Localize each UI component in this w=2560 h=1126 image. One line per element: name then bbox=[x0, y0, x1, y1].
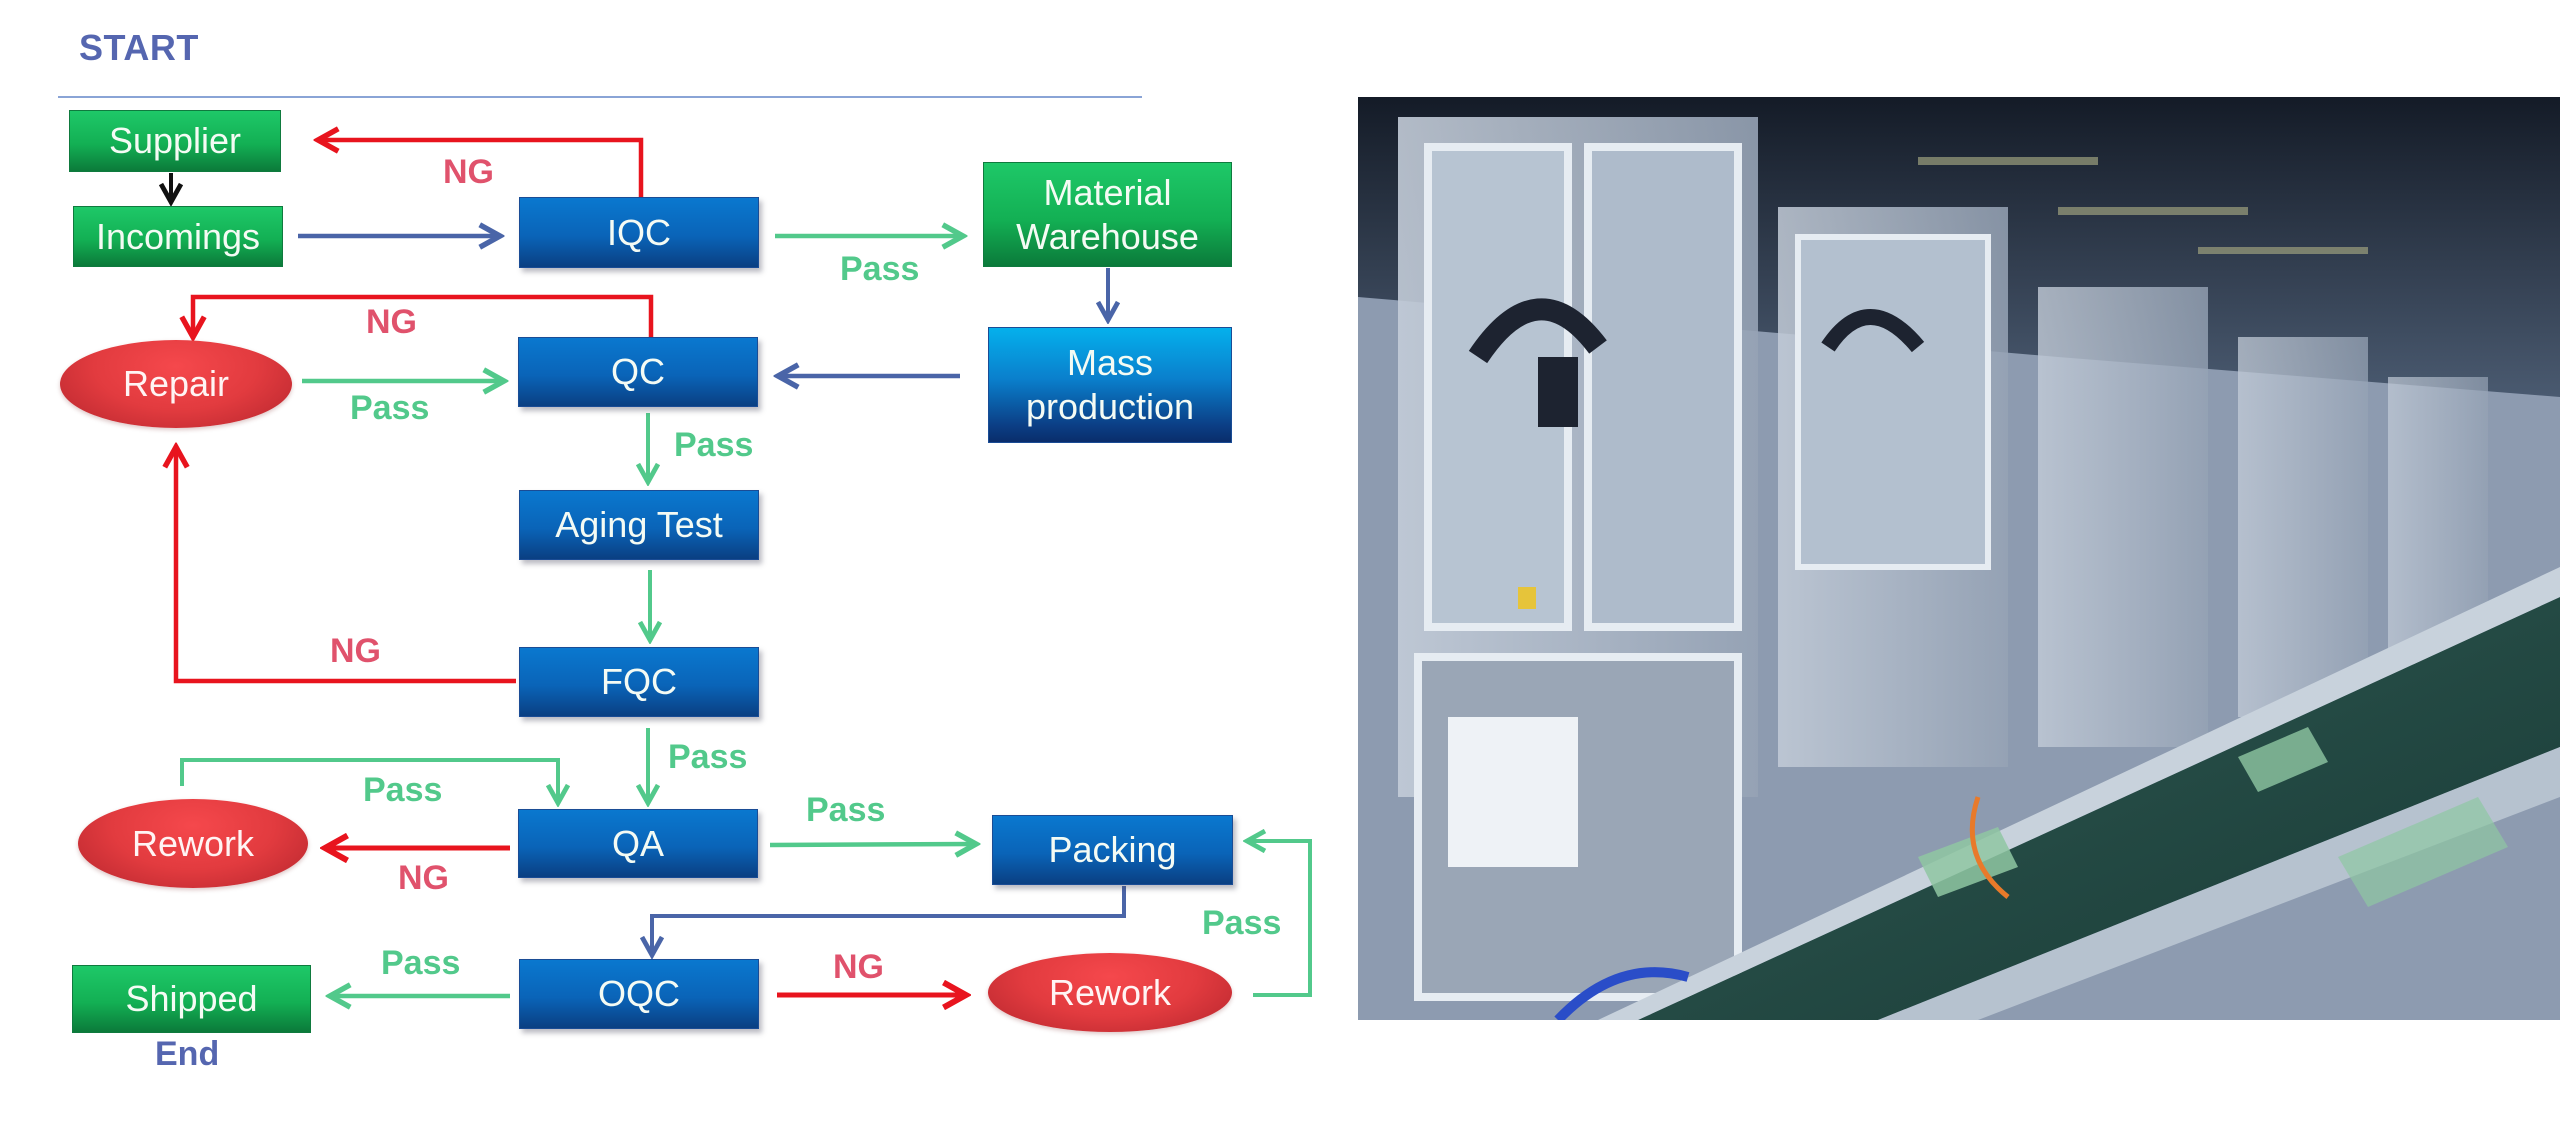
label-iqc-ng: NG bbox=[443, 153, 494, 191]
node-rework-oqc: Rework bbox=[988, 953, 1232, 1032]
node-oqc: OQC bbox=[519, 959, 759, 1029]
node-repair: Repair bbox=[60, 340, 292, 428]
node-fqc: FQC bbox=[519, 647, 759, 717]
arrow-rework-pass-packing bbox=[1247, 841, 1312, 997]
node-qa: QA bbox=[518, 809, 758, 878]
end-label: End bbox=[155, 1035, 220, 1073]
arrow-fqc-ng-repair bbox=[176, 447, 516, 684]
label-qa-ng: NG bbox=[398, 859, 449, 897]
node-incomings: Incomings bbox=[73, 206, 283, 267]
arrow-packing-oqc bbox=[652, 886, 1126, 955]
node-shipped: Shipped bbox=[72, 965, 311, 1033]
arrow-rework-pass-qa bbox=[180, 758, 558, 803]
label-oqc-ng: NG bbox=[833, 948, 884, 986]
node-packing: Packing bbox=[992, 815, 1233, 885]
label-qc-ng: NG bbox=[366, 303, 417, 341]
label-rework-oqc-pass: Pass bbox=[1202, 904, 1282, 942]
label-repair-pass: Pass bbox=[350, 389, 430, 427]
arrow-qc-ng-repair bbox=[193, 294, 654, 337]
node-iqc: IQC bbox=[519, 197, 759, 268]
production-line-photo bbox=[1358, 97, 2560, 1020]
arrow-iqc-ng-supplier bbox=[318, 140, 644, 197]
label-oqc-pass: Pass bbox=[381, 944, 461, 982]
label-fqc-pass: Pass bbox=[668, 738, 748, 776]
node-rework-qa: Rework bbox=[78, 799, 308, 888]
label-iqc-pass: Pass bbox=[840, 250, 920, 288]
arrow-qa-pass-packing bbox=[769, 844, 976, 845]
node-supplier: Supplier bbox=[69, 110, 281, 172]
factory-illustration bbox=[1358, 97, 2560, 1020]
label-qa-pass: Pass bbox=[806, 791, 886, 829]
node-material-warehouse: Material Warehouse bbox=[983, 162, 1232, 267]
start-label: START bbox=[79, 27, 199, 68]
label-qc-pass: Pass bbox=[674, 426, 754, 464]
node-qc: QC bbox=[518, 337, 758, 407]
label-rework-qa-pass: Pass bbox=[363, 771, 443, 809]
node-mass-production: Mass production bbox=[988, 327, 1232, 443]
title-divider bbox=[58, 96, 1142, 98]
node-aging-test: Aging Test bbox=[519, 490, 759, 560]
flow-connectors bbox=[0, 0, 1312, 1126]
label-fqc-ng: NG bbox=[330, 632, 381, 670]
